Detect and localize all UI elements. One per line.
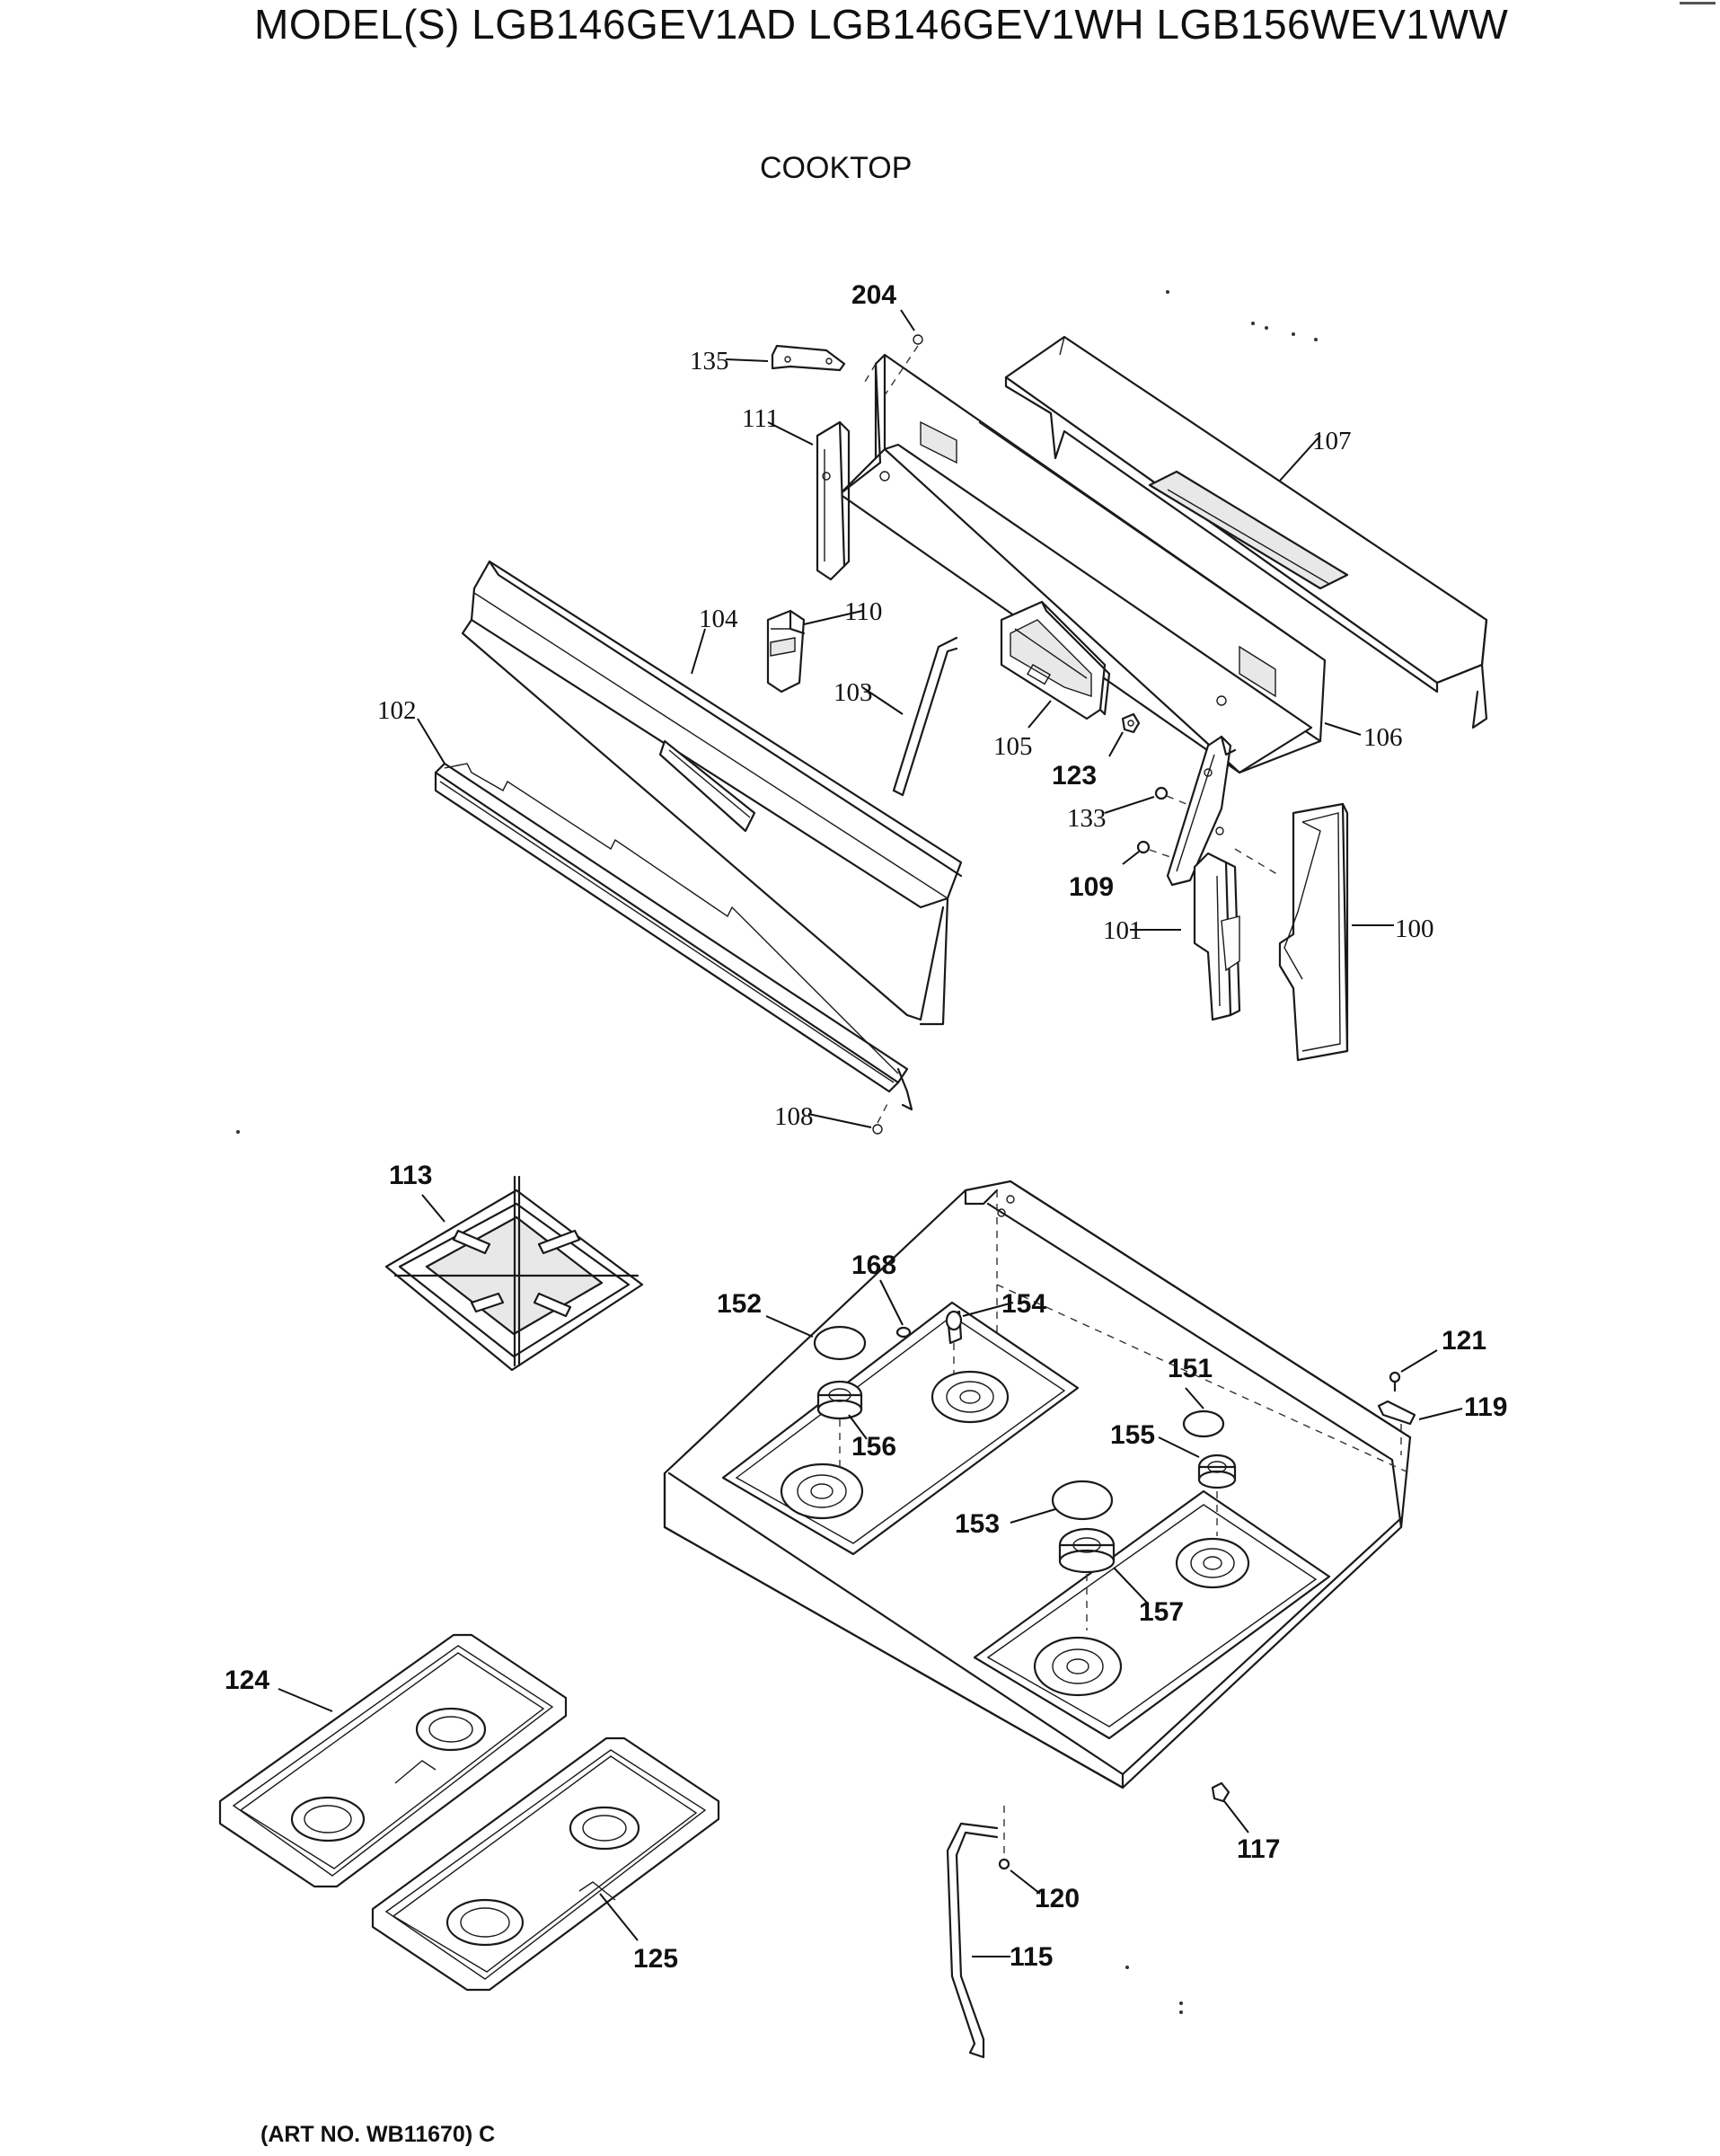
label-109: 109 — [1069, 872, 1114, 902]
part-154-igniter — [945, 1310, 963, 1374]
label-157: 157 — [1139, 1597, 1184, 1627]
part-113-grate — [384, 1175, 644, 1372]
label-107: 107 — [1312, 427, 1352, 455]
model-title: MODEL(S) LGB146GEV1AD LGB146GEV1WH LGB15… — [254, 1, 1509, 48]
leader-lines — [278, 309, 1463, 1957]
label-152: 152 — [717, 1289, 762, 1319]
label-121: 121 — [1442, 1326, 1486, 1356]
label-151: 151 — [1168, 1354, 1213, 1383]
part-152-burner-cap — [813, 1325, 867, 1361]
part-119-bracket — [1377, 1400, 1416, 1455]
label-125: 125 — [633, 1944, 678, 1974]
label-102: 102 — [377, 696, 417, 725]
label-155: 155 — [1110, 1420, 1155, 1450]
label-103: 103 — [834, 678, 873, 707]
corner-mark — [1680, 2, 1716, 4]
part-125-drip-pan — [371, 1736, 720, 1992]
part-151-burner-cap — [1182, 1409, 1225, 1438]
stray-marks — [236, 290, 1318, 2014]
label-154: 154 — [1001, 1289, 1046, 1319]
part-100-side-panel — [1278, 802, 1349, 1062]
label-120: 120 — [1035, 1884, 1080, 1913]
part-110-switch — [766, 609, 806, 694]
part-121-screw — [1389, 1371, 1401, 1392]
part-104-backsplash-panel — [461, 560, 963, 1026]
part-labels: 204 135 111 107 110 104 103 105 106 102 … — [225, 280, 1507, 1974]
label-101: 101 — [1103, 916, 1142, 945]
label-113: 113 — [389, 1161, 432, 1190]
label-156: 156 — [851, 1432, 896, 1462]
part-111-side-bracket — [816, 420, 851, 581]
part-123-screw — [1121, 712, 1141, 734]
part-115-rod — [946, 1822, 999, 2059]
label-119: 119 — [1464, 1392, 1507, 1422]
label-105: 105 — [993, 732, 1033, 761]
part-106-backsplash-body — [838, 353, 1327, 774]
label-108: 108 — [774, 1102, 814, 1131]
label-110: 110 — [844, 597, 882, 626]
part-101-side-brackets — [1166, 735, 1281, 1021]
label-133: 133 — [1067, 804, 1107, 833]
part-153-burner-cap — [1051, 1480, 1114, 1521]
label-100: 100 — [1395, 915, 1434, 943]
part-156-burner-head — [816, 1380, 863, 1469]
label-123: 123 — [1052, 761, 1097, 791]
part-102-trim-strip — [434, 762, 913, 1111]
label-106: 106 — [1363, 723, 1403, 752]
part-204-screw — [884, 334, 923, 396]
part-135-bracket — [771, 344, 846, 372]
label-204: 204 — [851, 280, 896, 310]
label-117: 117 — [1237, 1834, 1280, 1864]
section-title: COOKTOP — [760, 151, 913, 185]
main-cooktop — [663, 1180, 1412, 1789]
part-155-burner-head — [1197, 1454, 1237, 1536]
label-104: 104 — [699, 605, 738, 633]
art-number: (ART NO. WB11670) C — [260, 2122, 496, 2147]
part-133-screw — [1154, 786, 1209, 814]
label-168: 168 — [851, 1250, 896, 1280]
label-135: 135 — [690, 347, 729, 376]
part-117-screw — [1211, 1781, 1230, 1803]
part-157-burner-head — [1058, 1527, 1116, 1630]
part-107-top-cover — [1004, 335, 1488, 729]
part-108-screw — [872, 1100, 890, 1135]
label-115: 115 — [1010, 1942, 1053, 1972]
part-168-grommet — [895, 1326, 912, 1339]
part-105-clock-control — [1000, 600, 1111, 720]
label-111: 111 — [742, 404, 779, 433]
part-120-screw — [998, 1806, 1010, 1870]
part-124-drip-pan — [218, 1633, 568, 1888]
label-124: 124 — [225, 1666, 269, 1695]
part-103-brace — [892, 636, 958, 797]
label-153: 153 — [955, 1509, 1000, 1539]
